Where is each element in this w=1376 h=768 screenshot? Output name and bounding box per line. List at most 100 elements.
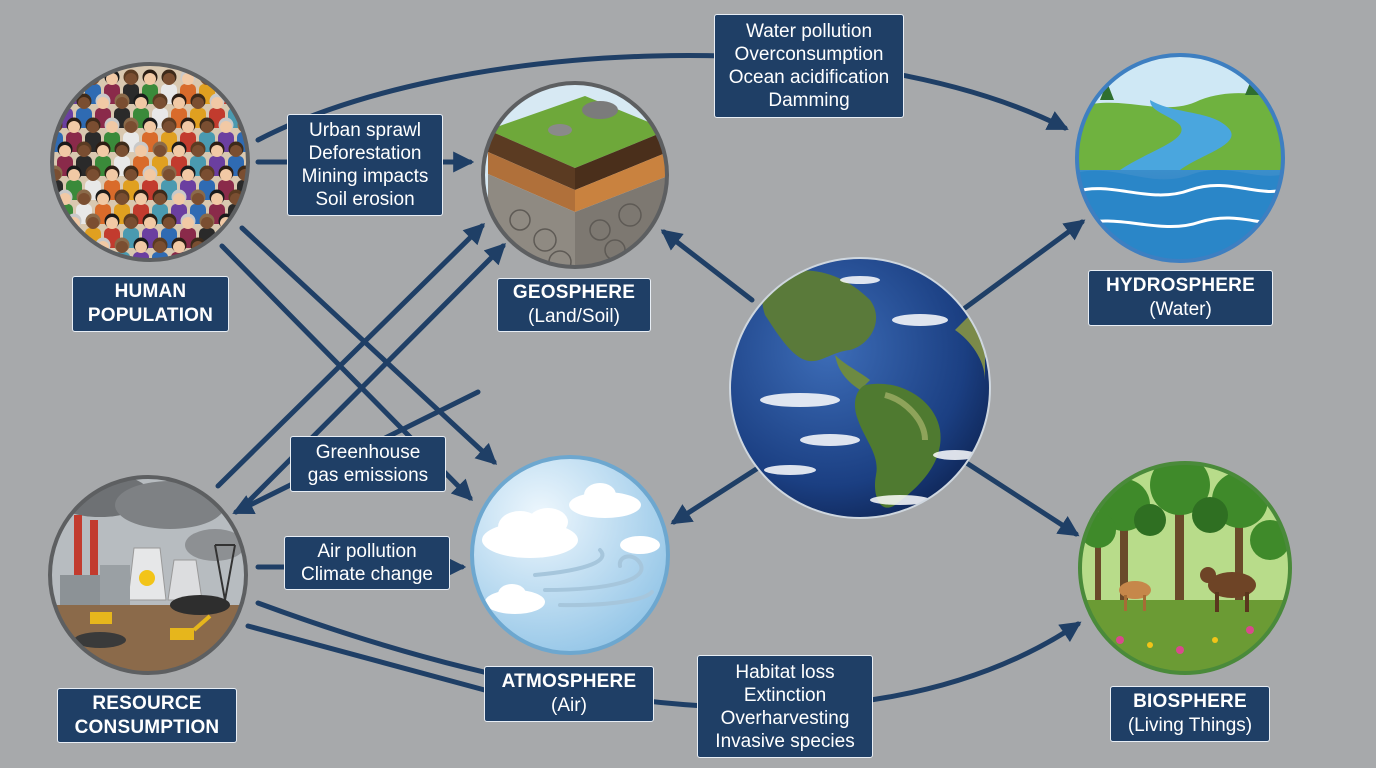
earth-globe-illustration [729,257,991,519]
crowd-person-body [247,252,248,260]
crowd-person-head [163,121,175,133]
crowd-person-hair [57,237,73,253]
crowd-person-hair [237,69,248,85]
crowd-person-hair [52,69,63,85]
arrow-earth-to-biosphere [959,457,1080,537]
crowd-person-head [52,73,61,85]
land-impact-item: Deforestation [308,143,422,164]
crowd-person-head [201,217,213,229]
habitat-impact-item: Invasive species [715,730,855,752]
crowd-person-head [173,241,185,253]
habitat-impacts-label: Habitat loss Extinction Overharvesting I… [697,655,873,758]
crowd-person-head [106,169,118,181]
hydrosphere-title: HYDROSPHERE (Water) [1088,270,1273,326]
air-impacts-label: Air pollution Climate change [284,536,450,590]
crowd-person-head [211,97,223,109]
crowd-person-head [97,193,109,205]
crowd-person-body [57,252,73,260]
crowd-person-head [52,217,61,229]
water-impact-item: Damming [768,90,850,111]
crowd-person-body [247,108,248,128]
crowd-person-body [133,252,149,260]
human-population-illustration [50,62,261,262]
crowd-person-hair [52,213,63,229]
habitat-impact-item: Overharvesting [720,707,850,729]
crowd-person-head [87,217,99,229]
crowd-person-hair [228,237,244,253]
geosphere-illustration [481,81,669,269]
crowd-person-head [59,145,71,157]
crowd-person-body [190,252,206,260]
resource-consumption-title: RESOURCE CONSUMPTION [57,688,237,743]
crowd-person-head [125,73,137,85]
crowd-person-head [163,169,175,181]
water-impact-item: Overconsumption [734,44,884,65]
crowd-person-head [239,73,248,85]
human-population-title: HUMAN POPULATION [72,276,229,332]
land-impact-item: Mining impacts [301,166,429,187]
crowd-person-head [78,97,90,109]
resource-consumption-illustration [48,475,248,675]
crowd-person-head [144,217,156,229]
biosphere-title: BIOSPHERE (Living Things) [1110,686,1270,742]
crowd-person-head [249,97,261,109]
land-impacts-label: Urban sprawl Deforestation Mining impact… [287,114,443,216]
crowd-person-hair [247,189,248,205]
arrow-resource-to-atmosphere-low [245,623,495,695]
crowd-person-body [209,252,225,260]
water-impacts-label: Water pollution Overconsumption Ocean ac… [714,14,904,118]
crowd-person-head [116,97,128,109]
crowd-person-head [52,169,61,181]
crowd-person-head [182,169,194,181]
crowd-person-head [125,121,137,133]
air-impact-item: Air pollution [317,541,417,562]
crowd-person-head [173,97,185,109]
crowd-person-head [239,169,248,181]
crowd-person-head [106,217,118,229]
crowd-person-head [68,169,80,181]
crowd-person-head [116,241,128,253]
crowd-person-head [163,217,175,229]
crowd-person-body [152,252,168,260]
crowd-person-head [97,97,109,109]
crowd-person-head [135,241,147,253]
habitat-impact-item: Extinction [743,684,827,706]
arrow-human-to-hydrosphere [255,53,1069,143]
geosphere-title: GEOSPHERE (Land/Soil) [497,278,651,332]
crowd-person-head [68,121,80,133]
crowd-person-head [163,73,175,85]
crowd-person-hair [247,93,248,109]
crowd-person-body [52,228,63,248]
crowd-person-head [154,241,166,253]
crowd-person-head [182,73,194,85]
crowd-person-head [154,97,166,109]
greenhouse-impact-item: Greenhouse [315,442,421,463]
arrow-earth-to-atmosphere [670,465,761,525]
crowd-person-head [220,169,232,181]
crowd-person-hair [237,213,248,229]
crowd-person-body [76,252,92,260]
crowd-person-head [106,121,118,133]
arrow-human-to-atmosphere-b [239,225,498,465]
crowd-person-head [201,169,213,181]
crowd-person-head [249,145,261,157]
crowd-person-head [68,73,80,85]
crowd-person-head [211,145,223,157]
crowd-person-head [106,73,118,85]
arrow-resource-to-geosphere-b [237,243,506,513]
crowd-person-head [230,145,242,157]
water-impact-item: Water pollution [745,21,873,42]
crowd-person-head [211,193,223,205]
air-impact-item: Climate change [300,564,434,585]
crowd-person-hair [218,69,234,85]
greenhouse-impact-item: gas emissions [307,465,429,486]
crowd-person-head [125,217,137,229]
crowd-person-head [135,145,147,157]
land-impact-item: Urban sprawl [309,120,421,141]
crowd-person-body [52,84,63,104]
arrow-earth-to-hydrosphere [962,219,1086,311]
crowd-person-head [192,193,204,205]
crowd-person-body [247,204,248,224]
crowd-person-head [182,121,194,133]
crowd-person-head [173,145,185,157]
